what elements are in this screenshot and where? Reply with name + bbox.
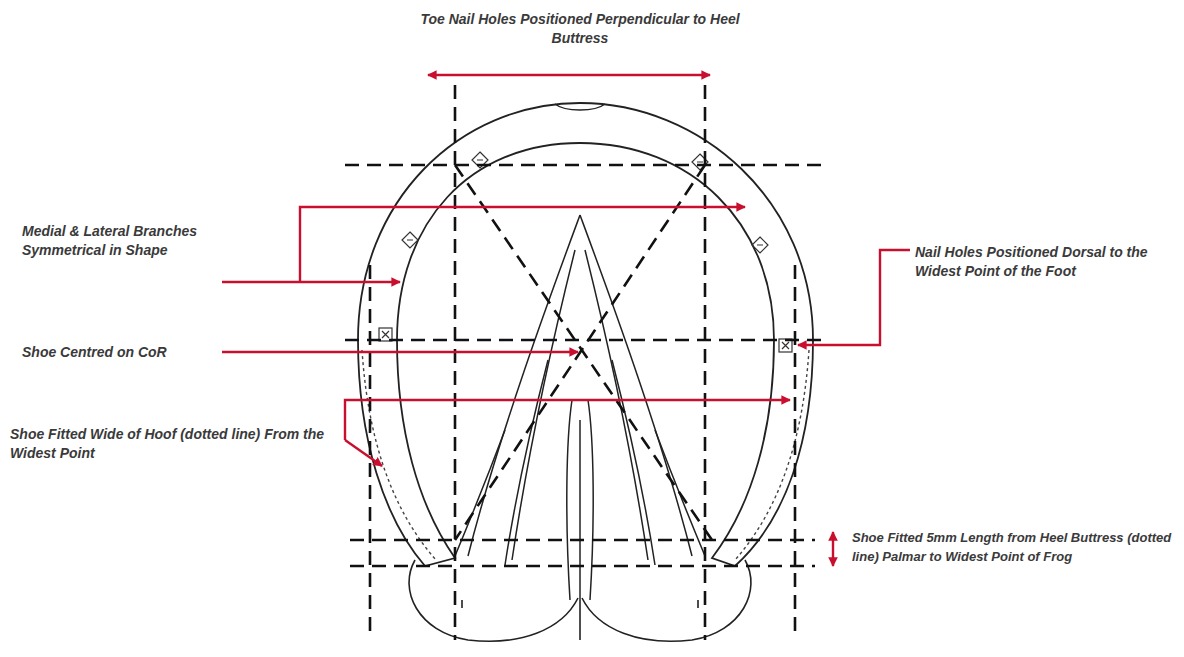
width-note: Shoe Fitted Wide of Hoof (dotted line) F… — [10, 425, 340, 463]
length-note: Shoe Fitted 5mm Length from Heel Buttres… — [852, 528, 1172, 566]
branches-note: Medial & Lateral Branches Symmetrical in… — [22, 222, 222, 260]
toe-nail-note: Toe Nail Holes Positioned Perpendicular … — [420, 10, 740, 48]
nail-holes-note: Nail Holes Positioned Dorsal to the Wide… — [915, 243, 1175, 281]
centre-note: Shoe Centred on CoR — [22, 343, 222, 362]
